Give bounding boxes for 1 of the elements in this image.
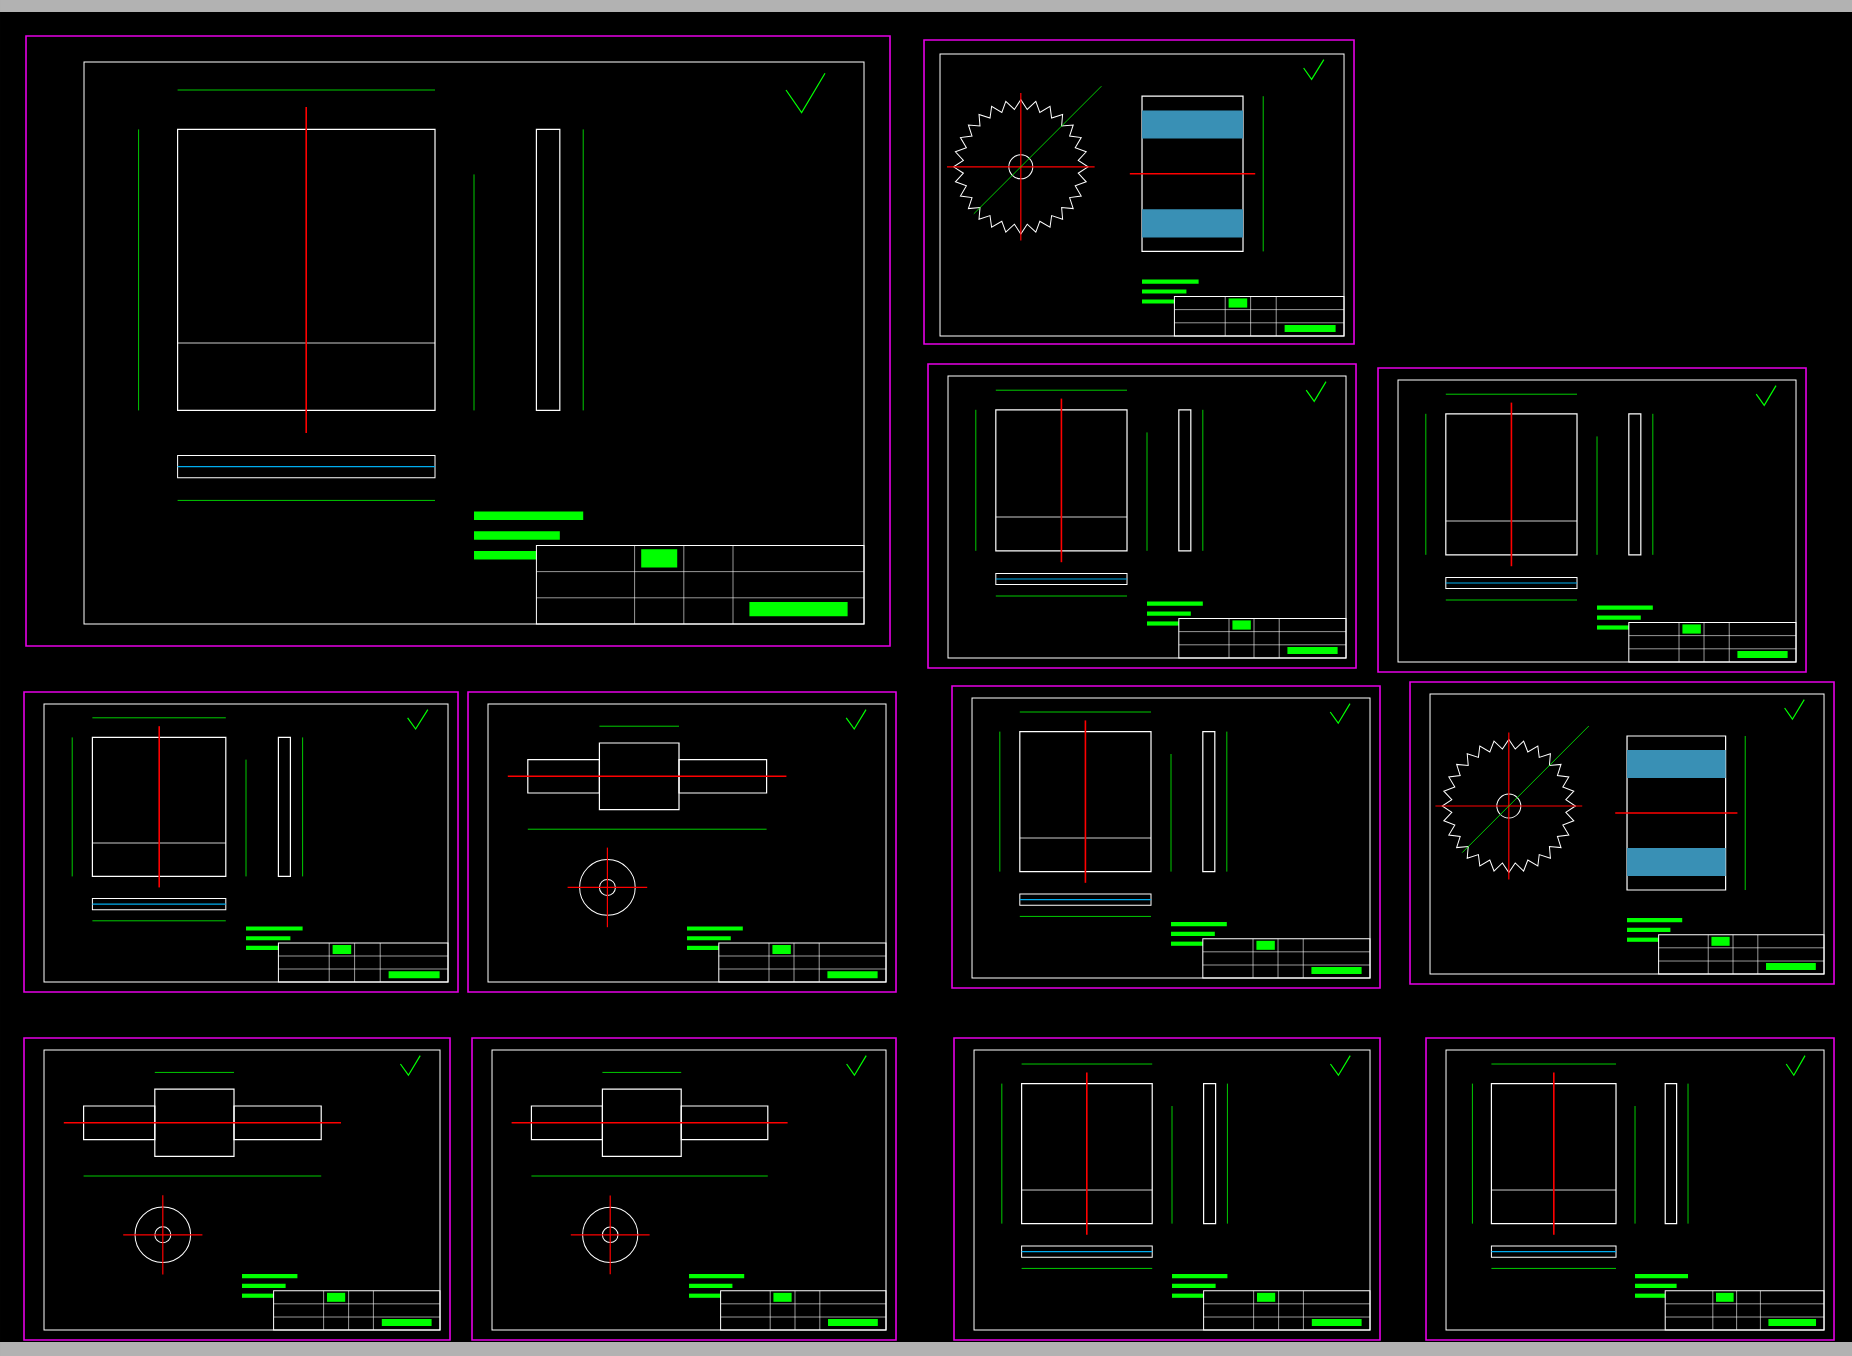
drawing-sheet <box>25 35 891 647</box>
